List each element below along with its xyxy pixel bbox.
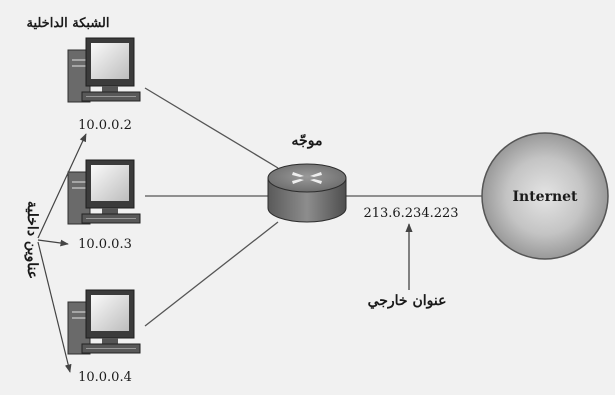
internal-arrow-3: [37, 241, 72, 373]
monitor-screen: [91, 165, 129, 201]
external-address-label: عنوان خارجي: [368, 293, 447, 309]
router-label: موجّه: [292, 133, 323, 149]
link-router-pc1: [144, 87, 279, 169]
computer-1: [67, 37, 141, 103]
computer-1-ip: 10.0.0.2: [78, 118, 132, 133]
link-router-pc3: [144, 221, 279, 327]
router-icon: [267, 163, 347, 223]
monitor-screen: [91, 43, 129, 79]
internet-label: Internet: [512, 189, 578, 205]
computer-3: [67, 289, 141, 355]
internal-addresses-label: عناوين داخلية: [24, 201, 40, 279]
computer-3-ip: 10.0.0.4: [78, 370, 132, 385]
external-ip: 213.6.234.223: [363, 206, 458, 221]
internal-arrow-1: [37, 133, 87, 239]
monitor-screen: [91, 295, 129, 331]
internal-arrow-2: [37, 239, 69, 247]
computer-2: [67, 159, 141, 225]
computer-2-ip: 10.0.0.3: [78, 237, 132, 252]
internal-network-label: الشبكة الداخلية: [26, 16, 109, 31]
internet-globe: [481, 132, 609, 260]
